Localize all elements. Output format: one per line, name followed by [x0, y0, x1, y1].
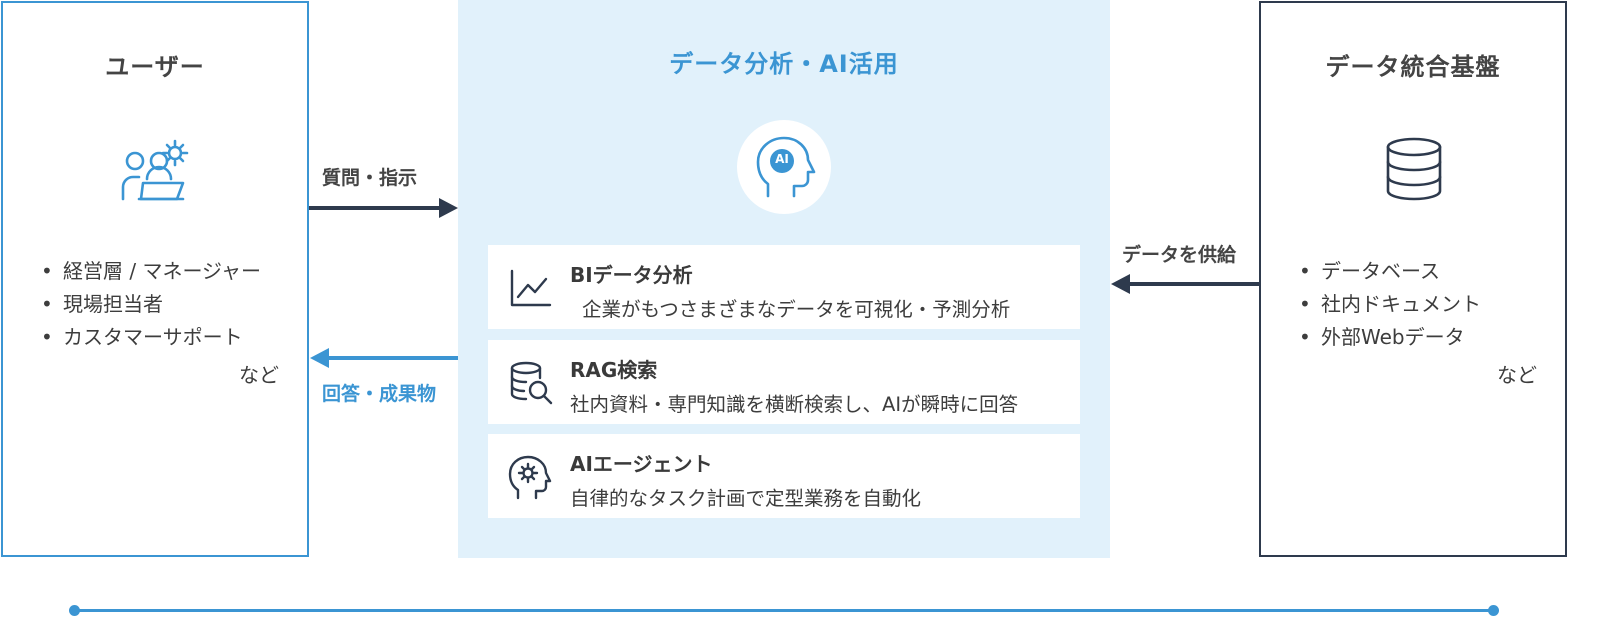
integration-panel-title: データ統合基盤	[1325, 53, 1501, 81]
bi-analysis-desc: 企業がもつさまざまなデータを可視化・予測分析	[582, 298, 1011, 321]
supply-flow-label: データを供給	[1122, 244, 1237, 266]
users-gear-icon	[121, 139, 189, 201]
right-arrow-icon	[309, 198, 458, 218]
database-search-icon	[510, 361, 553, 405]
line-chart-icon	[510, 269, 552, 307]
analysis-panel-title: データ分析・AI活用	[669, 50, 899, 78]
rag-search-desc: 社内資料・専門知識を横断検索し、AIが瞬時に回答	[570, 393, 1019, 416]
answer-flow-label: 回答・成果物	[322, 383, 437, 405]
integration-list-item: データベース	[1299, 255, 1481, 288]
ai-head-badge: AI	[737, 120, 831, 214]
bi-analysis-card: BIデータ分析 企業がもつさまざまなデータを可視化・予測分析	[488, 245, 1080, 329]
user-list-item: 現場担当者	[41, 288, 261, 321]
rag-search-card: RAG検索 社内資料・専門知識を横断検索し、AIが瞬時に回答	[488, 340, 1080, 424]
ai-badge-label: AI	[775, 152, 789, 166]
user-etc-label: など	[239, 363, 279, 387]
ai-agent-card: AIエージェント 自律的なタスク計画で定型業務を自動化	[488, 434, 1080, 518]
user-list-item: カスタマーサポート	[41, 321, 261, 354]
user-list-item: 経営層 / マネージャー	[41, 255, 261, 288]
integration-list: データベース 社内ドキュメント 外部Webデータ	[1299, 255, 1481, 354]
ai-agent-desc: 自律的なタスク計画で定型業務を自動化	[570, 487, 922, 510]
left-arrow-icon	[1111, 274, 1260, 294]
integration-panel: データ統合基盤 データベース 社内ドキュメント 外部Webデータ など	[1259, 1, 1567, 557]
integration-etc-label: など	[1497, 363, 1537, 387]
integration-list-item: 社内ドキュメント	[1299, 288, 1481, 321]
left-arrow-icon	[310, 348, 459, 368]
analysis-panel: データ分析・AI活用 AI BIデータ分析 企業がもつさまざまなデータを可視化・…	[458, 0, 1110, 558]
user-panel-title: ユーザー	[105, 53, 205, 81]
head-gear-icon	[508, 455, 552, 500]
question-flow-label: 質問・指示	[322, 167, 418, 189]
ai-agent-title: AIエージェント	[570, 452, 713, 476]
integration-list-item: 外部Webデータ	[1299, 321, 1481, 354]
user-panel: ユーザー 経営層 / マネージャー 現場担当者 カスタマーサポート など	[1, 1, 309, 557]
rag-search-title: RAG検索	[570, 358, 658, 382]
ai-head-icon	[756, 136, 816, 198]
timeline-line	[74, 609, 1494, 612]
database-icon	[1386, 137, 1442, 201]
bi-analysis-title: BIデータ分析	[570, 263, 693, 287]
timeline-start-dot	[69, 605, 80, 616]
timeline-end-dot	[1488, 605, 1499, 616]
user-list: 経営層 / マネージャー 現場担当者 カスタマーサポート	[41, 255, 261, 354]
